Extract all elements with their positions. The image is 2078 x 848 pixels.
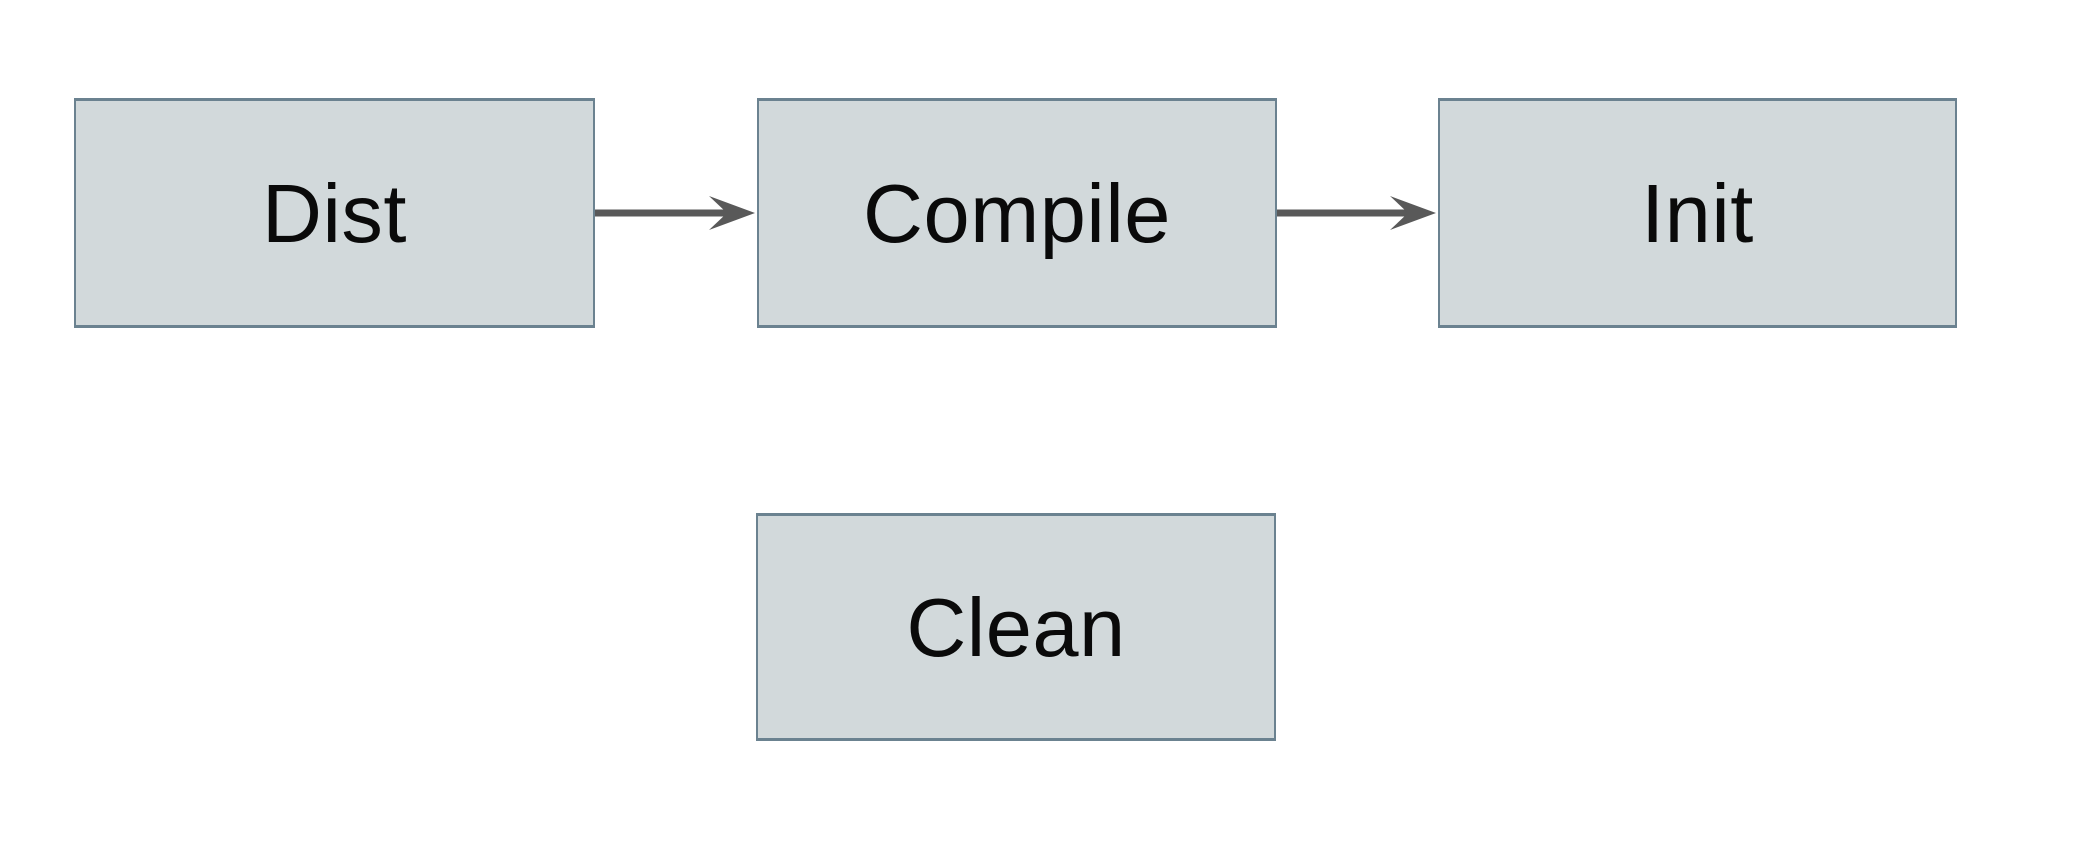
edge-dist-compile[interactable] (595, 196, 755, 230)
node-dist[interactable]: Dist (74, 98, 595, 328)
node-label: Clean (906, 580, 1126, 674)
node-clean[interactable]: Clean (756, 513, 1276, 741)
node-label: Init (1641, 166, 1754, 260)
arrowhead-right-icon (709, 196, 755, 230)
node-label: Compile (863, 166, 1171, 260)
edge-compile-init[interactable] (1277, 196, 1436, 230)
node-init[interactable]: Init (1438, 98, 1957, 328)
node-label: Dist (262, 166, 407, 260)
arrowhead-right-icon (1390, 196, 1436, 230)
node-compile[interactable]: Compile (757, 98, 1277, 328)
